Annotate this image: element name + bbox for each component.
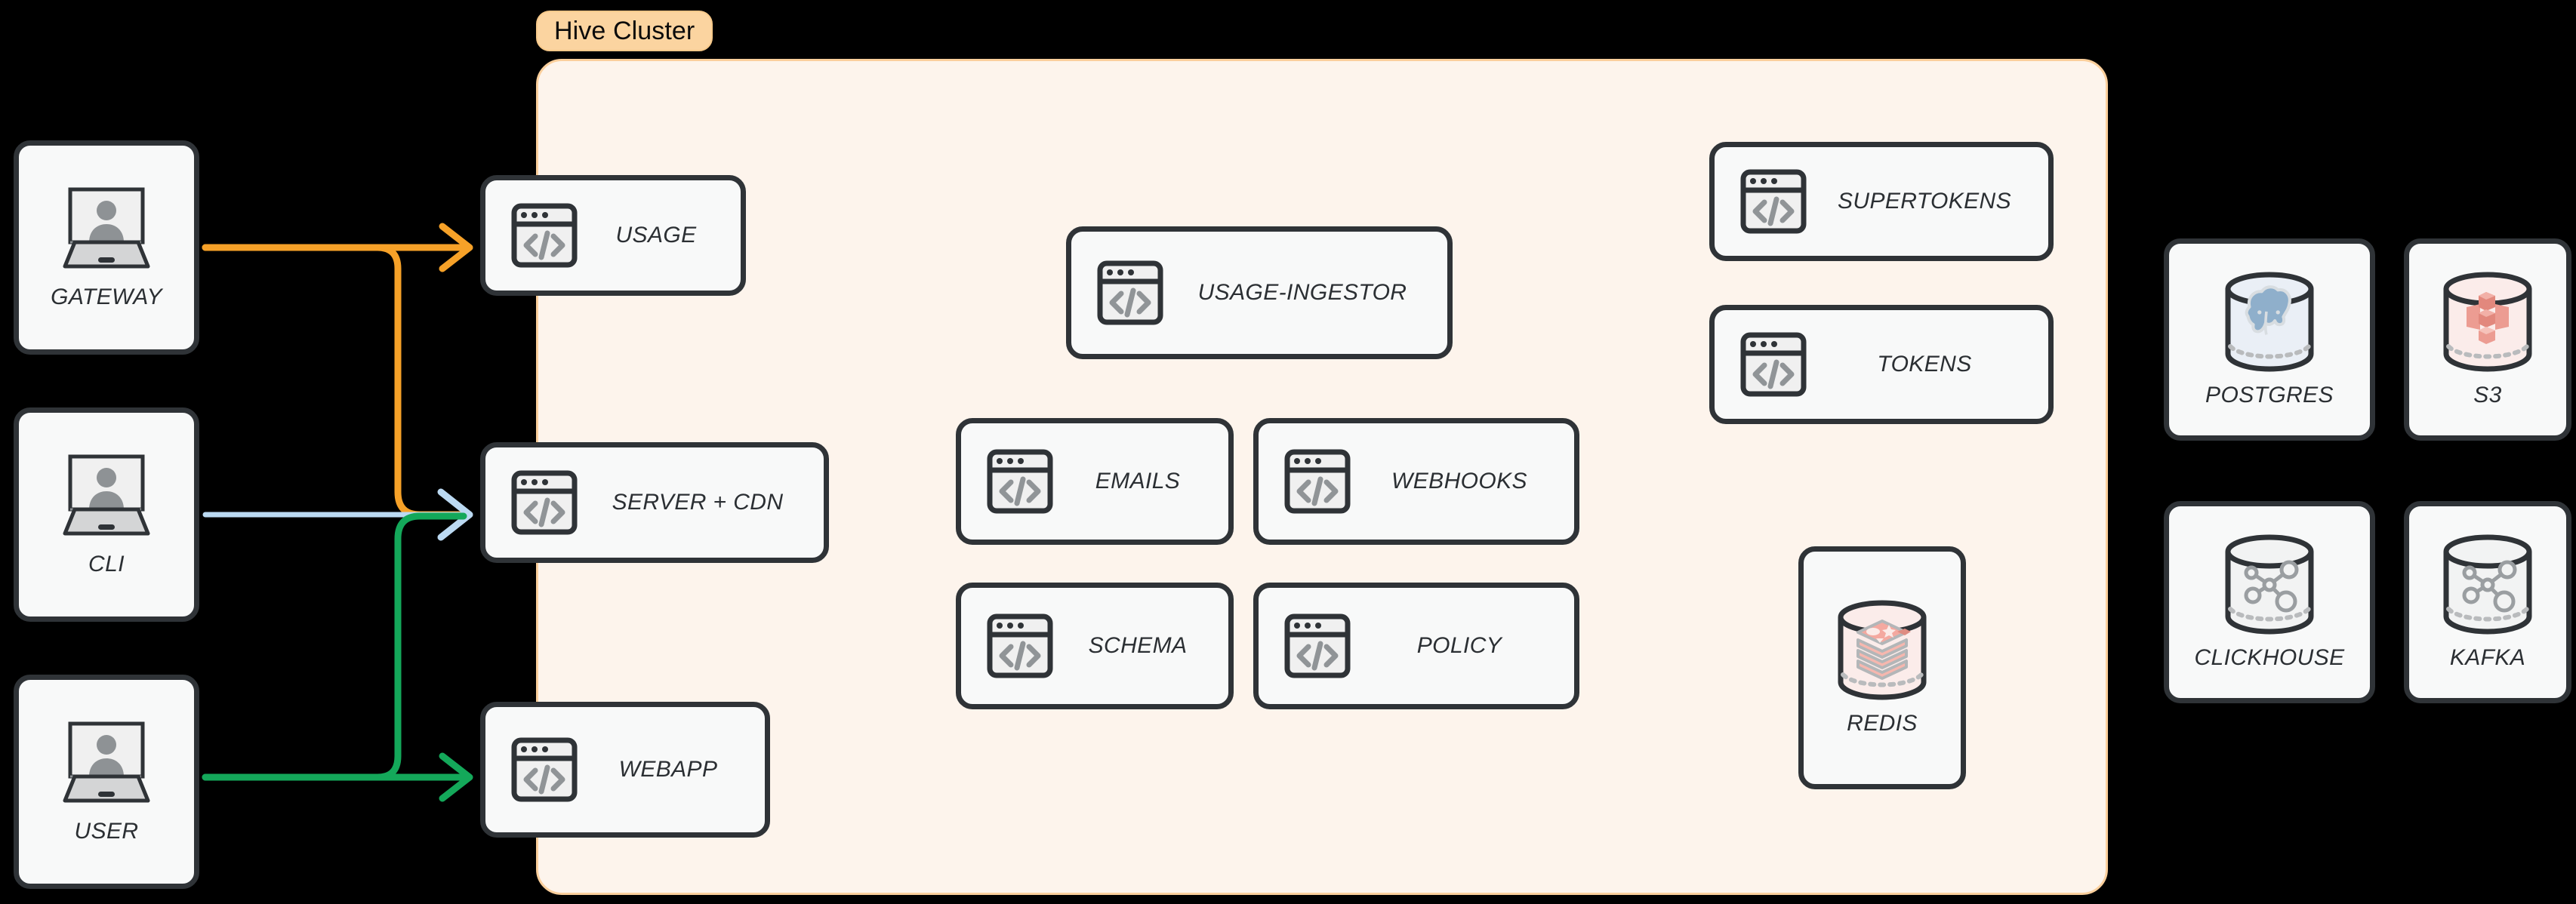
code-window-icon [511,470,578,535]
postgres-elephant-icon [2245,285,2291,335]
node-supertokens[interactable]: SUPERTOKENS [1709,142,2054,261]
node-label-usage_ingestor: USAGE-INGESTOR [1197,280,1407,305]
node-s3[interactable]: S3 [2404,238,2571,441]
cylinder-icon [2443,272,2532,372]
node-label-emails: EMAILS [1095,469,1181,494]
node-emails[interactable]: EMAILS [956,418,1234,545]
hive-cluster-badge[interactable]: Hive Cluster [536,11,713,51]
node-label-schema: SCHEMA [1088,633,1188,658]
node-label-postgres: POSTGRES [2205,383,2334,407]
node-tokens[interactable]: TOKENS [1709,305,2054,424]
code-window-icon [1097,260,1163,325]
node-postgres[interactable]: POSTGRES [2164,238,2375,441]
person-silhouette-icon [89,201,124,242]
node-schema[interactable]: SCHEMA [956,583,1234,709]
node-label-webapp: WEBAPP [618,757,718,782]
node-label-tokens: TOKENS [1877,352,1972,377]
node-redis[interactable]: REDIS [1798,546,1966,789]
node-server_cdn[interactable]: SERVER + CDN [480,442,829,563]
person-silhouette-icon [89,468,124,509]
s3-buckets-icon [2467,292,2509,344]
cylinder-icon [2225,272,2314,372]
arrowhead-orange [439,223,473,272]
node-user[interactable]: USER [14,675,199,889]
node-label-clickhouse: CLICKHOUSE [2194,645,2345,670]
node-policy[interactable]: POLICY [1253,583,1579,709]
edge-gateway-to-usage [202,223,473,518]
node-webapp[interactable]: WEBAPP [480,702,770,838]
node-usage[interactable]: USAGE [480,175,746,296]
node-usage_ingestor[interactable]: USAGE-INGESTOR [1066,226,1453,359]
node-clickhouse[interactable]: CLICKHOUSE [2164,501,2375,703]
node-label-s3: S3 [2473,383,2502,407]
code-window-icon [1284,449,1351,514]
cylinder-icon [2225,534,2314,635]
code-window-icon [1284,613,1351,678]
laptop-user-icon [63,454,150,536]
redis-stack-icon [1857,620,1911,680]
node-label-cli: CLI [88,552,125,577]
network-graph-icon [2462,560,2517,613]
code-window-icon [1740,169,1807,234]
node-label-supertokens: SUPERTOKENS [1837,189,2012,214]
edge-cli-to-server-cdn [202,488,473,541]
cylinder-icon [1838,600,1927,700]
node-cli[interactable]: CLI [14,407,199,622]
node-gateway[interactable]: GATEWAY [14,140,199,355]
node-label-policy: POLICY [1416,633,1502,658]
node-label-webhooks: WEBHOOKS [1391,469,1527,494]
network-graph-icon [2244,560,2299,613]
node-webhooks[interactable]: WEBHOOKS [1253,418,1579,545]
code-window-icon [987,449,1053,514]
code-window-icon [987,613,1053,678]
code-window-icon [511,737,578,802]
laptop-user-icon [63,721,150,803]
node-label-user: USER [74,819,139,844]
node-label-gateway: GATEWAY [51,284,162,309]
code-window-icon [511,203,578,268]
edge-user-to-webapp [202,512,473,802]
arrowhead-blue [437,488,473,541]
node-label-redis: REDIS [1847,711,1918,736]
laptop-user-icon [63,187,150,269]
node-label-server_cdn: SERVER + CDN [612,490,784,515]
arrowhead-green [439,752,473,802]
person-silhouette-icon [89,735,124,776]
cylinder-icon [2443,534,2532,635]
node-kafka[interactable]: KAFKA [2404,501,2571,703]
code-window-icon [1740,332,1807,397]
node-label-kafka: KAFKA [2449,645,2526,670]
node-label-usage: USAGE [615,223,697,248]
